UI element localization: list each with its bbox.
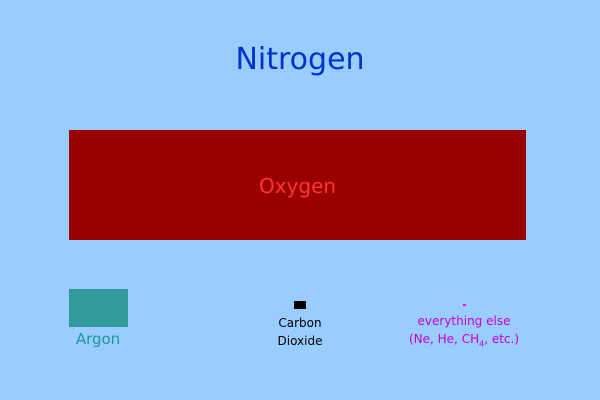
other-gases-label: everything else (Ne, He, CH4, etc.) bbox=[384, 312, 544, 353]
other-gases-area bbox=[463, 304, 466, 306]
co2-label-line1: Carbon bbox=[278, 316, 322, 330]
other-label-suffix: , etc.) bbox=[484, 332, 519, 346]
carbon-dioxide-area bbox=[294, 301, 306, 309]
diagram-title: Nitrogen bbox=[235, 42, 365, 77]
argon-label: Argon bbox=[75, 330, 121, 348]
other-label-line2: (Ne, He, CH4, etc.) bbox=[384, 330, 544, 353]
oxygen-area: Oxygen bbox=[69, 130, 526, 240]
carbon-dioxide-label: Carbon Dioxide bbox=[250, 314, 350, 350]
co2-label-line2: Dioxide bbox=[277, 334, 323, 348]
other-label-subscript: 4 bbox=[479, 339, 485, 349]
other-label-prefix: (Ne, He, CH bbox=[408, 332, 480, 346]
other-label-line1: everything else bbox=[417, 314, 511, 328]
oxygen-label: Oxygen bbox=[258, 174, 337, 198]
argon-area bbox=[69, 289, 128, 327]
